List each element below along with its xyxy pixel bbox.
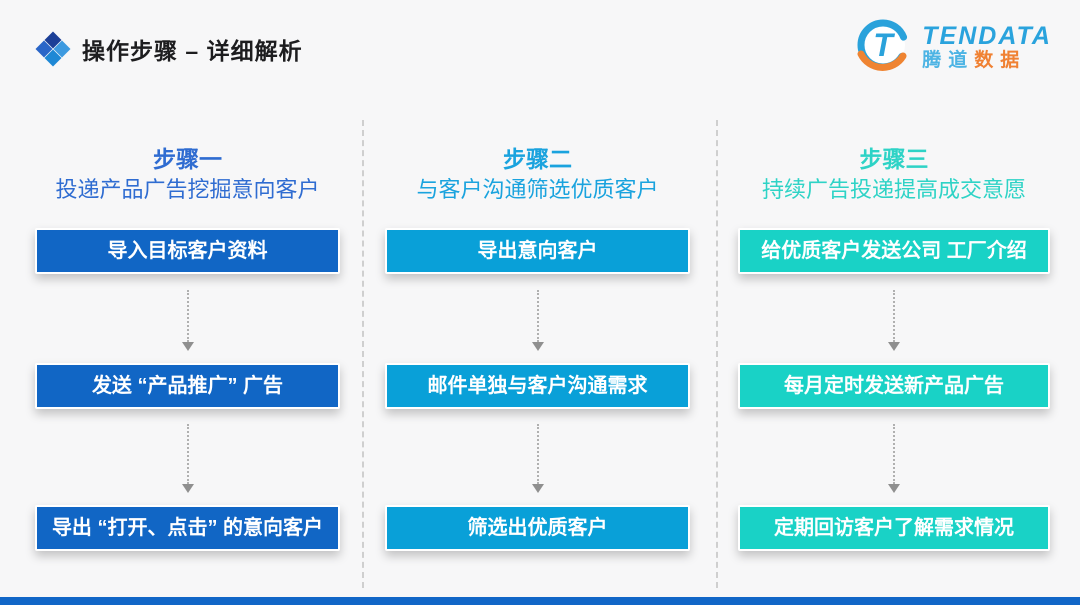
step3-title: 步骤三: [859, 146, 929, 172]
step1-subtitle: 投递产品广告挖掘意向客户: [55, 177, 320, 202]
flow-box: 给优质客户发送公司 工厂介绍: [738, 228, 1050, 274]
step-column-1: 步骤一 投递产品广告挖掘意向客户 导入目标客户资料 发送 “产品推广” 广告 导…: [35, 0, 340, 605]
svg-text:T: T: [873, 27, 895, 63]
tendata-logo: T TENDATA 腾道数据: [852, 16, 1052, 78]
logo-brand-en: TENDATA: [922, 21, 1052, 50]
logo-brand-cn-orange: 数据: [974, 50, 1027, 72]
tendata-logo-icon: T: [857, 19, 909, 71]
step2-title: 步骤二: [503, 146, 572, 172]
page-title: 操作步骤 – 详细解析: [82, 38, 303, 64]
logo-brand-cn: 腾道数据: [922, 51, 1052, 71]
step1-title: 步骤一: [153, 146, 222, 172]
column-divider-2: [716, 120, 718, 588]
step2-subtitle: 与客户沟通筛选优质客户: [416, 177, 659, 202]
logo-brand-cn-blue: 腾道: [922, 50, 975, 72]
flow-box: 邮件单独与客户沟通需求: [385, 363, 690, 409]
step-column-2: 步骤二 与客户沟通筛选优质客户 导出意向客户 邮件单独与客户沟通需求 筛选出优质…: [385, 0, 690, 605]
flow-box: 导出意向客户: [385, 228, 690, 274]
flow-box: 导出 “打开、点击” 的意向客户: [35, 505, 340, 551]
footer-accent-bar: [0, 597, 1080, 605]
step-column-3: 步骤三 持续广告投递提高成交意愿 给优质客户发送公司 工厂介绍 每月定时发送新产…: [738, 0, 1050, 605]
logo-text-block: TENDATA 腾道数据: [922, 23, 1052, 71]
flow-box: 每月定时发送新产品广告: [738, 363, 1050, 409]
step3-subtitle: 持续广告投递提高成交意愿: [761, 177, 1026, 202]
flow-box: 发送 “产品推广” 广告: [35, 363, 340, 409]
slide-header: 操作步骤 – 详细解析: [35, 31, 303, 67]
flow-box: 筛选出优质客户: [385, 505, 690, 551]
flow-box: 定期回访客户了解需求情况: [738, 505, 1050, 551]
flow-box: 导入目标客户资料: [35, 228, 340, 274]
column-divider-1: [362, 120, 364, 588]
